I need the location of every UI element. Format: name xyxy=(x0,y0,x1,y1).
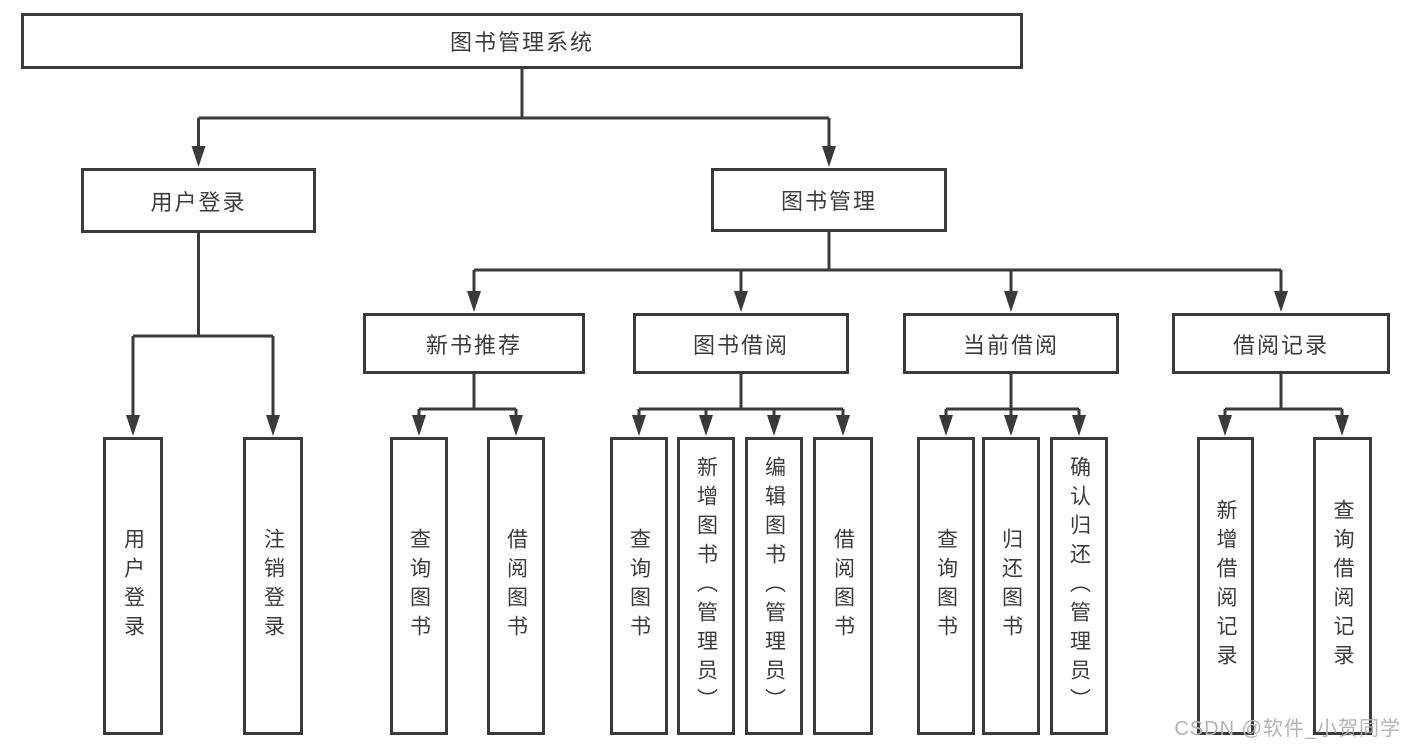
node-book-management: 图书管理 xyxy=(711,168,947,232)
leaf-query-books-recommend: 查询图书 xyxy=(390,437,448,735)
node-user-login: 用户登录 xyxy=(81,168,316,233)
leaf-user-login: 用户登录 xyxy=(103,437,163,735)
leaf-query-borrow-record: 查询借阅记录 xyxy=(1313,437,1372,735)
leaf-edit-books-admin: 编辑图书（管理员） xyxy=(745,437,803,735)
leaf-add-borrow-record: 新增借阅记录 xyxy=(1197,437,1254,735)
leaf-borrow-books: 借阅图书 xyxy=(813,437,873,735)
watermark: CSDN @软件_小贺同学 xyxy=(1174,718,1401,740)
leaf-query-books-borrow: 查询图书 xyxy=(610,437,668,735)
leaf-add-books-admin: 新增图书（管理员） xyxy=(677,437,735,735)
leaf-logout: 注销登录 xyxy=(243,437,303,735)
node-new-book-recommend: 新书推荐 xyxy=(363,313,585,374)
leaf-return-books: 归还图书 xyxy=(982,437,1040,735)
leaf-confirm-return-admin: 确认归还（管理员） xyxy=(1050,437,1108,735)
leaf-borrow-books-recommend: 借阅图书 xyxy=(487,437,545,735)
node-current-borrow: 当前借阅 xyxy=(903,313,1119,374)
node-book-borrow: 图书借阅 xyxy=(633,313,849,374)
leaf-query-books-current: 查询图书 xyxy=(917,437,975,735)
node-root: 图书管理系统 xyxy=(21,13,1023,69)
node-borrow-records: 借阅记录 xyxy=(1172,313,1390,374)
